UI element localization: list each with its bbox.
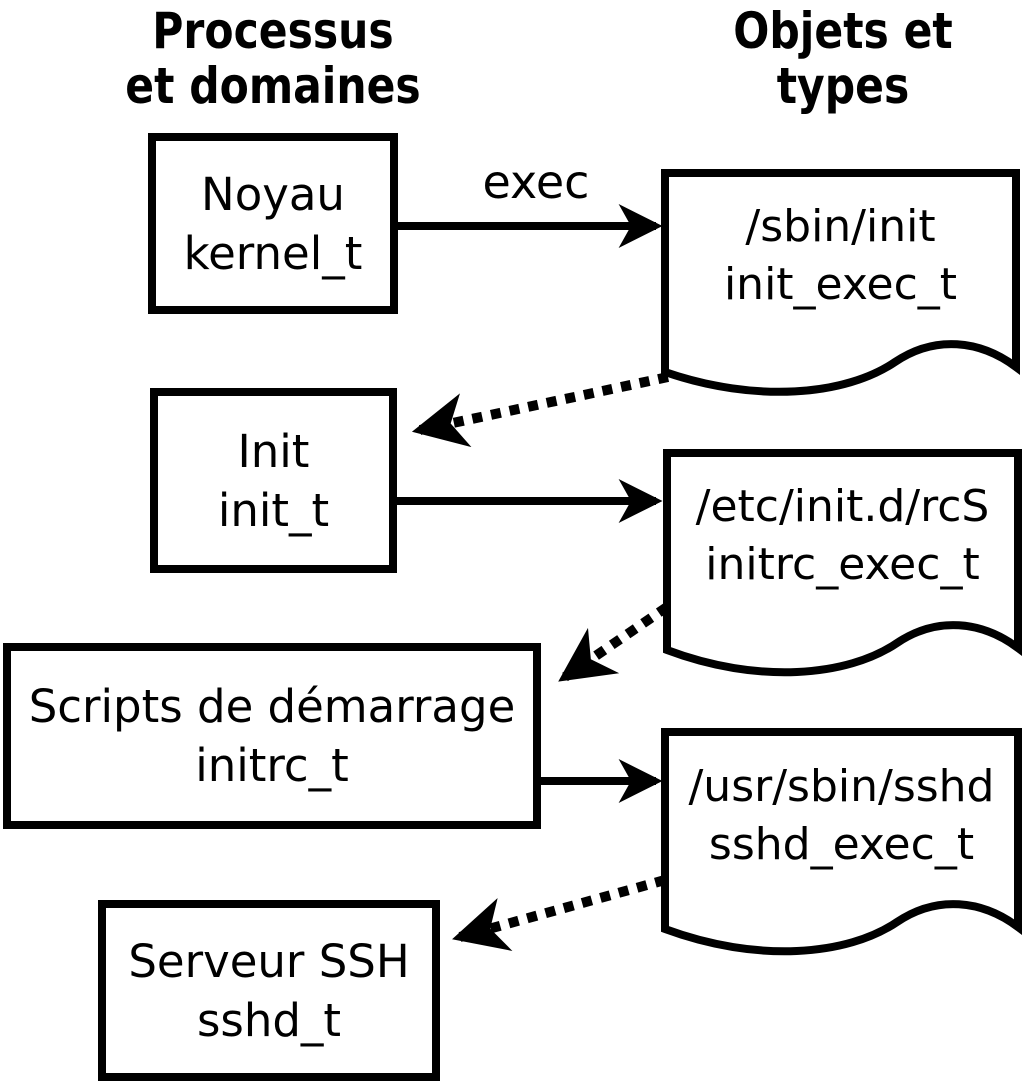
process-name: Init	[237, 424, 310, 478]
document-shape-sbin-init	[661, 169, 1020, 396]
process-name: Scripts de démarrage	[28, 680, 516, 733]
header-line: et domaines	[125, 57, 421, 115]
process-type: init_t	[217, 483, 330, 537]
dotted-arrow-rcs-to-initrc	[558, 602, 670, 682]
header-line: Objets et	[733, 2, 953, 60]
header-line: Processus	[152, 2, 394, 60]
header-line: types	[776, 57, 910, 115]
process-type: kernel_t	[183, 226, 363, 280]
process-type: initrc_t	[195, 739, 349, 792]
process-name: Noyau	[201, 167, 345, 221]
process-box-sshd: Serveur SSH sshd_t	[98, 900, 440, 1081]
process-box-init: Init init_t	[150, 388, 397, 573]
document-shape-etc-initd-rcs	[663, 449, 1022, 677]
process-box-initrc: Scripts de démarrage initrc_t	[3, 643, 541, 829]
process-type: sshd_t	[196, 993, 342, 1047]
process-name: Serveur SSH	[128, 934, 410, 988]
exec-arrow-label: exec	[482, 155, 590, 209]
dotted-arrow-sshd-exec-to-sshd	[452, 875, 667, 951]
dotted-arrow-sbin-init-to-init	[411, 372, 670, 448]
document-shape-usr-sbin-sshd	[661, 728, 1022, 956]
process-box-kernel: Noyau kernel_t	[148, 133, 398, 314]
column-header-objects: Objets et types	[673, 4, 1013, 114]
column-header-processes: Processus et domaines	[103, 4, 443, 114]
